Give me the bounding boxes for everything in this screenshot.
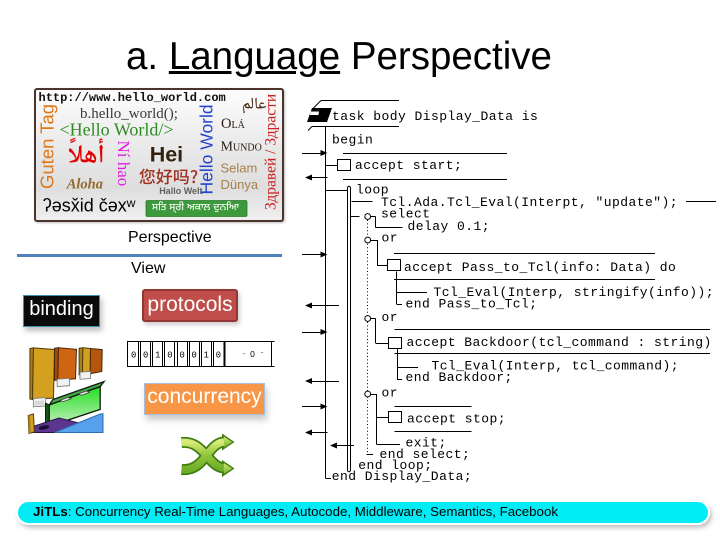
svg-text:0: 0 — [131, 351, 136, 361]
svg-text:Tcl_Eval(Interp, stringify(inf: Tcl_Eval(Interp, stringify(info)); — [434, 285, 715, 300]
svg-text:0: 0 — [167, 351, 172, 361]
svg-text:Здравей / Здрасти: Здравей / Здрасти — [263, 94, 280, 210]
svg-text:0: 0 — [179, 351, 184, 361]
svg-text:0: 0 — [143, 351, 148, 361]
svg-text:Guten Tag: Guten Tag — [37, 104, 58, 189]
svg-text:task body Display_Data is: task body Display_Data is — [332, 109, 538, 124]
svg-text:ʔəsx̌id čəxʷ: ʔəsx̌id čəxʷ — [43, 196, 136, 216]
svg-text:-: - — [243, 349, 246, 358]
svg-text:Tcl_Eval(Interp, tcl_command);: Tcl_Eval(Interp, tcl_command); — [432, 359, 680, 374]
svg-text:loop: loop — [356, 183, 389, 198]
svg-text:Olá: Olá — [221, 116, 246, 132]
svg-text:accept stop;: accept stop; — [407, 412, 506, 427]
svg-text:accept Backdoor(tcl_command :: accept Backdoor(tcl_command : string) — [407, 335, 712, 350]
svg-text:Hello World: Hello World — [197, 104, 217, 194]
svg-text:accept Pass_to_Tcl(info: Data): accept Pass_to_Tcl(info: Data) do — [404, 260, 676, 275]
svg-text:Ní hao: Ní hao — [114, 141, 133, 187]
svg-text:select: select — [381, 207, 431, 222]
svg-text:Selam: Selam — [221, 160, 258, 175]
svg-text:accept start;: accept start; — [355, 158, 462, 173]
svg-text:1: 1 — [155, 351, 160, 361]
svg-text:0: 0 — [250, 349, 255, 359]
svg-text:end loop;: end loop; — [358, 458, 432, 473]
svg-text:end Display_Data;: end Display_Data; — [332, 469, 472, 484]
svg-text:Aloha: Aloha — [66, 176, 103, 192]
svg-text:Hei: Hei — [150, 142, 183, 166]
svg-text:end select;: end select; — [380, 447, 471, 462]
svg-text:Mundo: Mundo — [221, 140, 262, 155]
svg-text:end Pass_to_Tcl;: end Pass_to_Tcl; — [406, 297, 538, 312]
svg-text:http://www.hello_world.com: http://www.hello_world.com — [39, 91, 226, 105]
svg-text:0: 0 — [216, 351, 221, 361]
svg-text:delay 0.1;: delay 0.1; — [408, 219, 491, 234]
svg-text:Hallo Welt: Hallo Welt — [159, 186, 202, 196]
svg-text:end Backdoor;: end Backdoor; — [406, 370, 513, 385]
svg-text:Tcl.Ada.Tcl_Eval(Interpt, "upd: Tcl.Ada.Tcl_Eval(Interpt, "update"); — [381, 195, 678, 210]
svg-text:b.hello_world();: b.hello_world(); — [80, 106, 178, 122]
svg-text:0: 0 — [192, 351, 197, 361]
svg-text:exit;: exit; — [406, 435, 447, 450]
svg-text:Dünya: Dünya — [221, 177, 259, 192]
svg-text:or: or — [382, 386, 399, 401]
svg-text:-: - — [261, 348, 264, 357]
svg-text:or: or — [382, 310, 399, 325]
svg-text:begin: begin — [332, 133, 373, 148]
svg-text:or: or — [382, 231, 399, 246]
svg-text:<Hello World/>: <Hello World/> — [60, 120, 174, 140]
svg-text:1: 1 — [204, 351, 209, 361]
